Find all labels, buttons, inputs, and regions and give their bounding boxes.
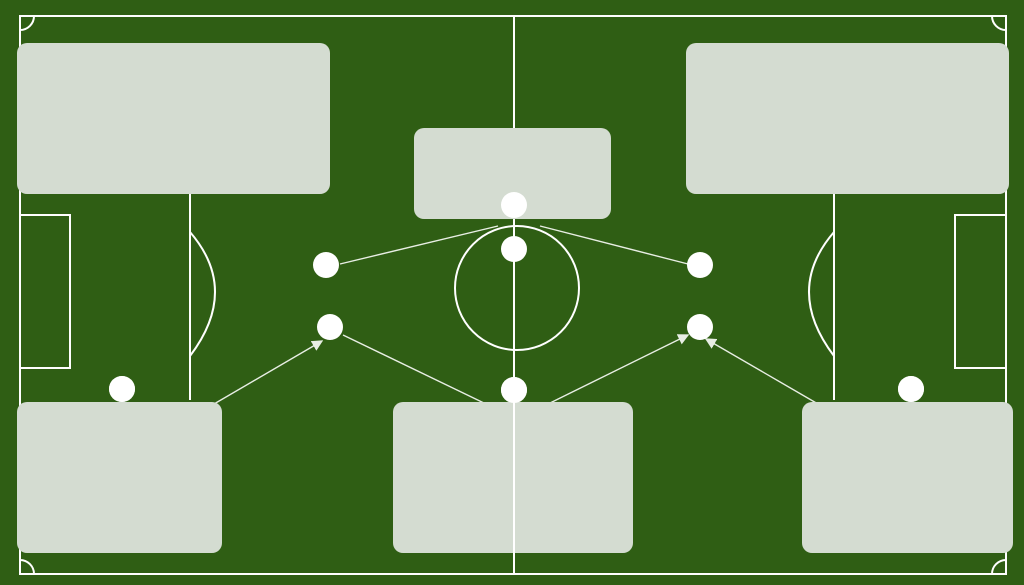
center-circle bbox=[454, 225, 580, 351]
pass-arrow bbox=[547, 334, 690, 405]
text-panel-top-left bbox=[17, 43, 330, 194]
text-panel-bottom-right bbox=[802, 402, 1013, 553]
pass-arrow bbox=[539, 225, 689, 265]
player-marker bbox=[898, 376, 924, 402]
left-penalty-arc bbox=[189, 231, 216, 357]
player-marker bbox=[317, 314, 343, 340]
right-goal-area bbox=[954, 214, 1007, 369]
text-panel-bottom-left bbox=[17, 402, 222, 553]
player-marker bbox=[313, 252, 339, 278]
right-penalty-arc bbox=[808, 231, 835, 357]
corner-arc-bottom-right bbox=[991, 559, 1007, 575]
text-panel-top-center bbox=[414, 128, 611, 219]
text-panel-bottom-center bbox=[393, 402, 633, 553]
corner-arc-top-left bbox=[19, 15, 35, 31]
text-panel-top-right bbox=[686, 43, 1009, 194]
pass-arrow bbox=[704, 338, 819, 405]
pass-arrow bbox=[213, 340, 324, 405]
corner-arc-bottom-left bbox=[19, 559, 35, 575]
player-marker bbox=[109, 376, 135, 402]
player-marker bbox=[501, 377, 527, 403]
pass-arrow bbox=[339, 225, 499, 265]
player-marker bbox=[687, 314, 713, 340]
corner-arc-top-right bbox=[991, 15, 1007, 31]
player-marker bbox=[687, 252, 713, 278]
left-goal-area bbox=[19, 214, 71, 369]
player-marker bbox=[501, 236, 527, 262]
pass-arrow bbox=[342, 334, 487, 405]
